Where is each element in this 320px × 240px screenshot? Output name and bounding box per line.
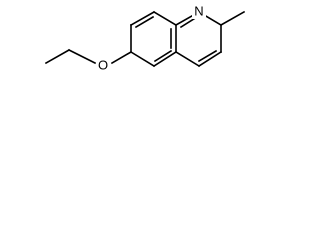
bond-c5-c4a [152, 50, 178, 68]
bond-c8-c7 [129, 10, 156, 27]
oxygen-label-mask [96, 58, 111, 73]
bond-c2-methyl [219, 10, 246, 27]
bond-ch2-ch3 [44, 48, 71, 65]
nitrogen-label-mask [192, 4, 206, 19]
bond-c8a-c8 [152, 10, 178, 27]
bond-c6-o [110, 50, 133, 65]
atom-label-nitrogen: N [194, 4, 203, 19]
atom-label-oxygen: O [98, 58, 108, 73]
bond-c4-c4a [174, 50, 201, 68]
bond-o-ch2 [67, 48, 97, 65]
bond-c3-c4-inner [197, 49, 218, 63]
molecule-structure: N O [44, 4, 246, 73]
bond-c8-c7-inner [134, 15, 155, 29]
bond-c6-c5 [129, 50, 156, 68]
bond-c3-c4 [197, 50, 223, 68]
bond-c5-c4a-inner [153, 49, 173, 63]
